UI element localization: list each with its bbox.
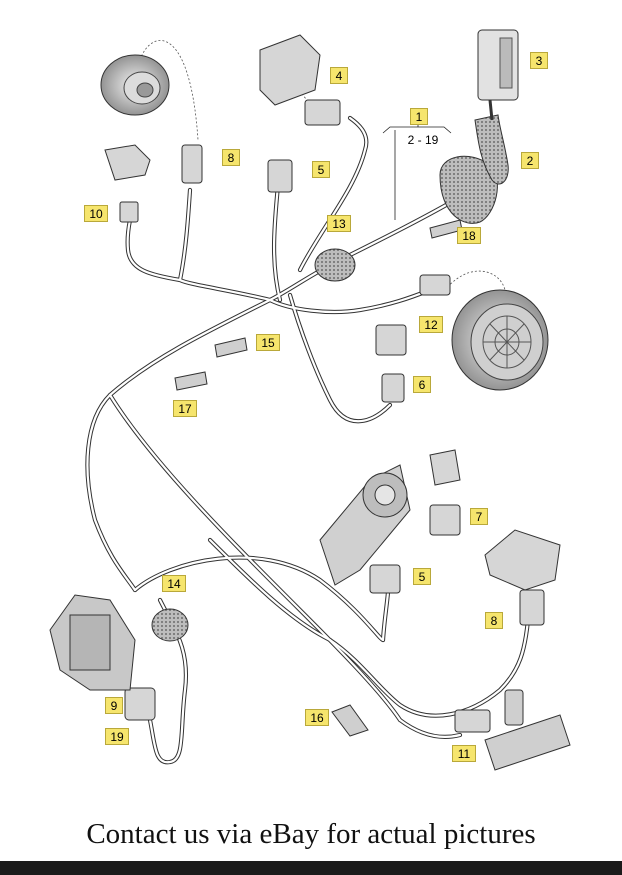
callout-16: 16	[305, 709, 329, 726]
grommet-part	[439, 114, 509, 224]
callout-1: 1	[410, 108, 428, 125]
callout-11: 11	[452, 745, 476, 762]
wiring-diagram	[49, 29, 571, 771]
footer-bar	[0, 861, 622, 875]
callout-9: 9	[105, 697, 123, 714]
door-lock	[49, 594, 136, 691]
connector-parts	[104, 34, 561, 733]
clip-parts	[174, 219, 463, 737]
callout-3: 3	[530, 52, 548, 69]
callout-5-lower: 5	[413, 568, 431, 585]
sleeve-grommets	[151, 248, 356, 642]
callout-18: 18	[457, 227, 481, 244]
callout-13: 13	[327, 215, 351, 232]
callout-19: 19	[105, 728, 129, 745]
wiring-harness-drawing	[49, 29, 571, 771]
tweeter-speaker	[100, 54, 170, 116]
part-range-label: 2 - 19	[407, 133, 439, 147]
callout-5-upper: 5	[312, 161, 330, 178]
window-motor	[319, 464, 411, 586]
handle-part	[484, 689, 571, 771]
harness-wires	[85, 115, 531, 765]
woofer-speaker	[451, 289, 549, 391]
contact-caption: Contact us via eBay for actual pictures	[86, 818, 536, 850]
callout-2: 2	[521, 152, 539, 169]
callout-17: 17	[173, 400, 197, 417]
callout-10: 10	[84, 205, 108, 222]
callout-8-lower: 8	[485, 612, 503, 629]
callout-7: 7	[470, 508, 488, 525]
callout-6: 6	[413, 376, 431, 393]
callout-8-upper: 8	[222, 149, 240, 166]
callout-12: 12	[419, 316, 443, 333]
callout-4: 4	[330, 67, 348, 84]
connector-part-3	[477, 29, 519, 121]
callout-15: 15	[256, 334, 280, 351]
callout-14: 14	[162, 575, 186, 592]
